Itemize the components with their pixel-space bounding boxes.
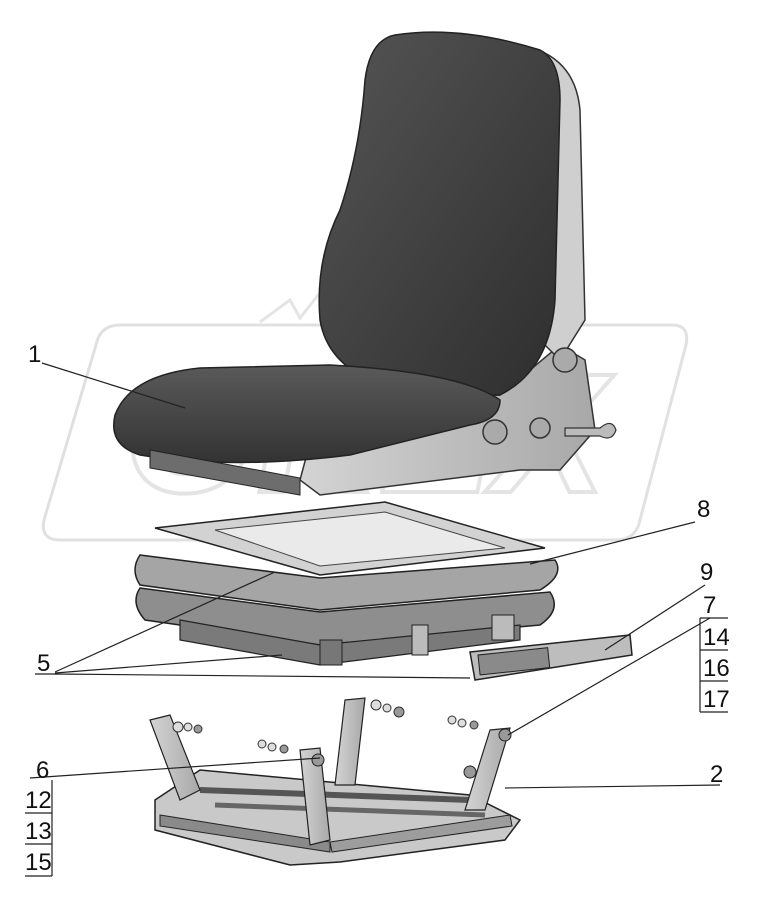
suspension-bellows-assembly [134, 501, 559, 666]
callout-15: 15 [25, 849, 52, 876]
callout-13: 13 [25, 818, 52, 845]
fastener-set-right [447, 715, 479, 730]
base-rail-left [159, 814, 331, 853]
washer [257, 739, 267, 749]
bellows-fold-1 [134, 554, 559, 611]
pivot-bolt-front [311, 753, 325, 767]
nut [393, 706, 405, 718]
washer [267, 742, 277, 752]
upright-front-right [299, 747, 331, 846]
upright-front-left [149, 714, 201, 801]
seat-upper-assembly [113, 31, 617, 496]
cushion-base [149, 449, 301, 496]
hinge-knob-lower-left [482, 419, 508, 445]
nut [469, 720, 479, 730]
backrest [318, 31, 561, 396]
fastener-set-mid [257, 739, 289, 754]
leader-9 [604, 584, 706, 651]
leader-5-b [54, 654, 283, 674]
callout-8: 8 [697, 496, 710, 523]
seat-cushion [113, 364, 501, 464]
callout-5: 5 [37, 650, 50, 677]
leader-lines [29, 362, 728, 789]
leader-2 [504, 784, 721, 789]
callout-9: 9 [700, 559, 713, 586]
leader-8 [529, 521, 696, 565]
leader-5-a [54, 571, 276, 673]
leader-7 [507, 617, 711, 736]
callout-14: 14 [703, 624, 730, 651]
adjuster-lever [564, 422, 617, 439]
pivot-bolt-lower-right [463, 765, 477, 779]
callout-17: 17 [703, 686, 730, 713]
hinge-knob-upper [552, 347, 578, 373]
callout-7: 7 [703, 592, 716, 619]
cross-rod-2 [214, 802, 486, 818]
upright-rear-right [464, 727, 511, 811]
callout-6: 6 [36, 757, 49, 784]
washer [370, 699, 382, 711]
washer [447, 715, 457, 725]
callout-1: 1 [28, 341, 41, 368]
hinge-knob-lower-right [529, 417, 551, 439]
nut [279, 744, 289, 754]
lower-bracket-right [491, 614, 515, 641]
callout-12: 12 [25, 787, 52, 814]
base-mechanism [149, 697, 522, 866]
pivot-bolt-rear-right [498, 728, 512, 742]
callout-group-right: 14 16 17 [699, 618, 730, 713]
leader-5-c [54, 673, 471, 679]
leader-6 [29, 757, 321, 779]
callout-2: 2 [710, 761, 723, 788]
fastener-set-left [172, 721, 203, 734]
base-rail-right [329, 814, 513, 853]
fastener-set-rear [370, 699, 405, 718]
washer [172, 721, 184, 733]
cover-plate [469, 634, 633, 681]
lower-bracket-left [319, 639, 343, 666]
leader-1 [41, 362, 186, 409]
callout-labels: 1 8 9 7 5 6 2 14 16 17 12 13 15 [25, 341, 730, 877]
washer [183, 722, 193, 732]
callout-16: 16 [703, 655, 730, 682]
lower-bracket-mid [411, 624, 429, 656]
washer [457, 718, 467, 728]
upper-frame-opening [214, 511, 506, 567]
nut [193, 724, 203, 734]
cross-rod-1 [199, 787, 471, 803]
watermark-shape [41, 323, 689, 542]
upright-rear-left [334, 697, 366, 786]
washer [382, 703, 392, 713]
callout-group-left: 12 13 15 [25, 780, 53, 877]
cover-plate-hinge [477, 647, 551, 676]
